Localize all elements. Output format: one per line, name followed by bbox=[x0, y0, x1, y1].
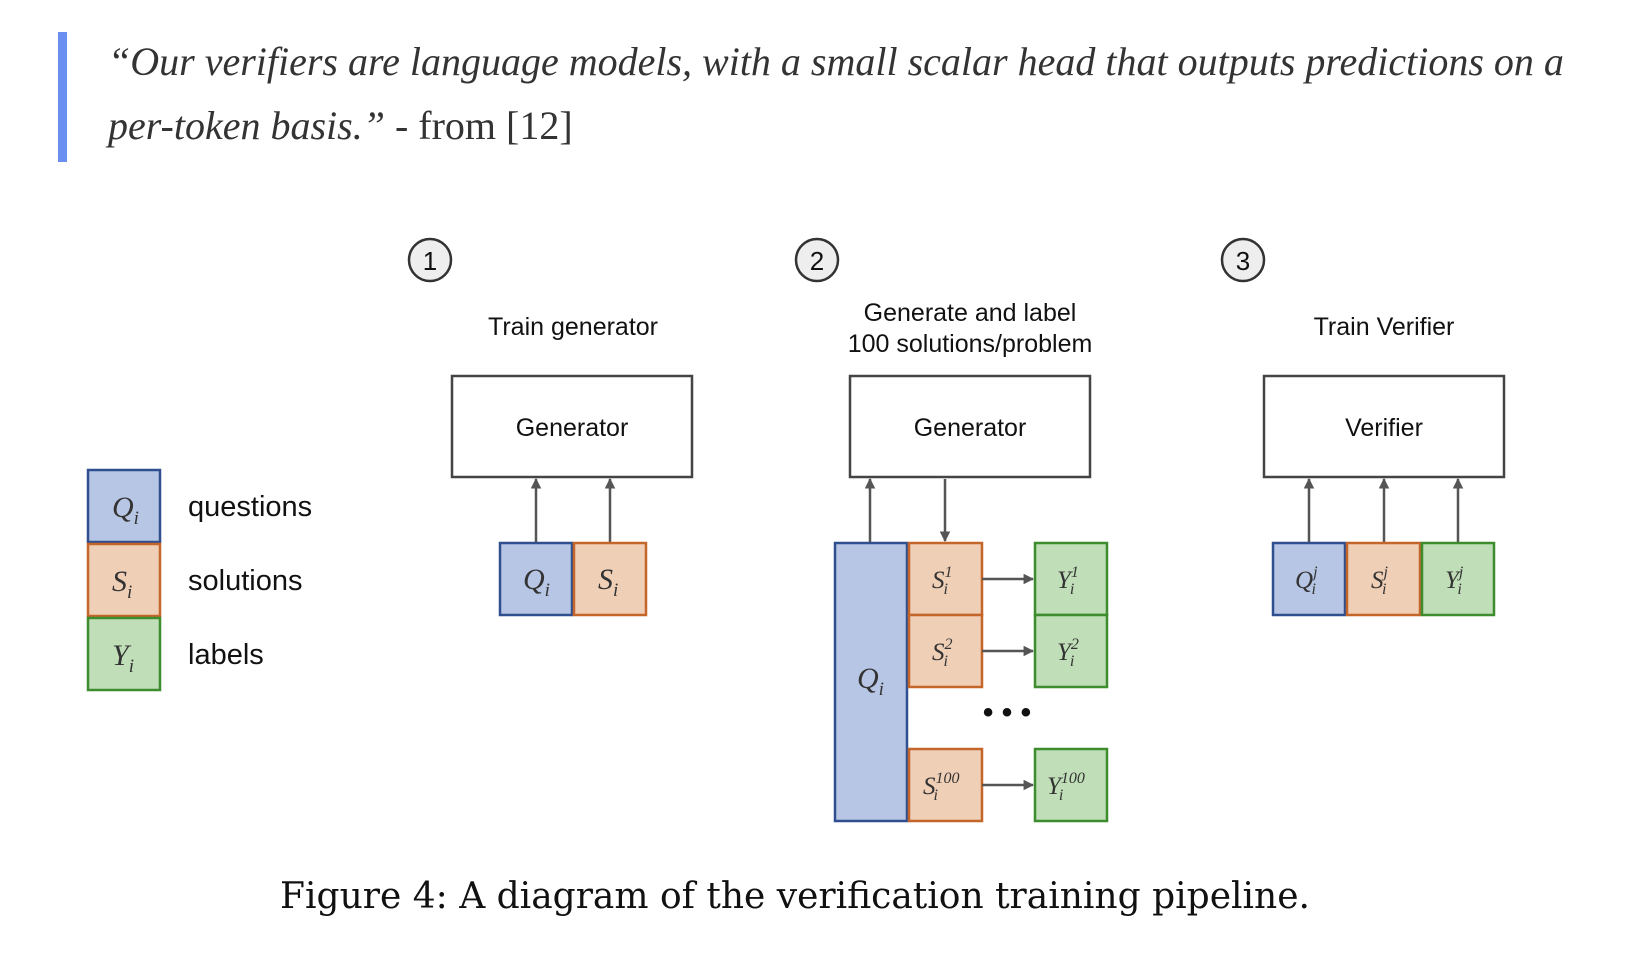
step-1-generator-label: Generator bbox=[516, 414, 629, 442]
step-3-solution-box bbox=[1345, 541, 1422, 617]
step-2-generator-box bbox=[848, 374, 1092, 479]
step-1-question-symbol: Qi bbox=[523, 563, 550, 601]
pipeline-diagram: Qi questions Si solutions Yi labels 1 Tr… bbox=[86, 237, 1506, 823]
step-2-ellipsis: • • • bbox=[983, 696, 1031, 729]
step-1-generator-box bbox=[450, 374, 694, 479]
quote-attribution: - from [12] bbox=[384, 103, 573, 148]
step-2-number: 2 bbox=[810, 246, 824, 276]
step-1-title: Train generator bbox=[488, 313, 658, 341]
legend-question-symbol: Qi bbox=[112, 491, 139, 529]
step-2-question-symbol: Qi bbox=[857, 662, 884, 700]
step-1-number-circle bbox=[407, 237, 453, 283]
quote-text: “Our verifiers are language models, with… bbox=[108, 39, 1564, 148]
step-2: 2 Generate and label 100 solutions/probl… bbox=[794, 237, 1109, 823]
blockquote: “Our verifiers are language models, with… bbox=[108, 30, 1588, 158]
step-3-verifier-label: Verifier bbox=[1345, 414, 1423, 442]
legend-question-label: questions bbox=[188, 491, 312, 523]
step-1-solution-box bbox=[572, 541, 648, 617]
step-3-title: Train Verifier bbox=[1314, 313, 1455, 341]
legend-label-swatch bbox=[86, 616, 162, 692]
step-2-solution-2 bbox=[907, 613, 984, 689]
legend-label-symbol: Yi bbox=[112, 639, 134, 677]
figure-caption: Figure 4: A diagram of the verification … bbox=[280, 876, 1310, 917]
step-3-number-circle bbox=[1220, 237, 1266, 283]
legend-question-swatch bbox=[86, 468, 162, 544]
step-2-question-column bbox=[833, 541, 909, 823]
legend-solution-label: solutions bbox=[188, 565, 302, 597]
step-2-label-2 bbox=[1033, 613, 1109, 689]
quote-bar bbox=[58, 32, 67, 162]
step-1-number: 1 bbox=[423, 246, 437, 276]
step-2-label-1 bbox=[1033, 541, 1109, 617]
step-1: 1 Train generator Generator Qi Si bbox=[407, 237, 694, 617]
step-1-question-box bbox=[498, 541, 574, 617]
legend: Qi questions Si solutions Yi labels bbox=[86, 468, 312, 692]
step-2-title-line-1: Generate and label bbox=[864, 299, 1077, 327]
legend-label-label: labels bbox=[188, 639, 264, 671]
step-1-solution-symbol: Si bbox=[598, 563, 618, 601]
step-3-question-box bbox=[1271, 541, 1347, 617]
legend-solution-swatch bbox=[86, 542, 162, 618]
step-2-label-100 bbox=[1033, 747, 1109, 823]
step-2-number-circle bbox=[794, 237, 840, 283]
legend-solution-symbol: Si bbox=[112, 565, 132, 603]
step-3-label-box bbox=[1420, 541, 1496, 617]
step-3-number: 3 bbox=[1236, 246, 1250, 276]
step-3-verifier-box bbox=[1262, 374, 1506, 479]
step-2-title-line-2: 100 solutions/problem bbox=[848, 330, 1093, 358]
step-2-generator-label: Generator bbox=[914, 414, 1027, 442]
